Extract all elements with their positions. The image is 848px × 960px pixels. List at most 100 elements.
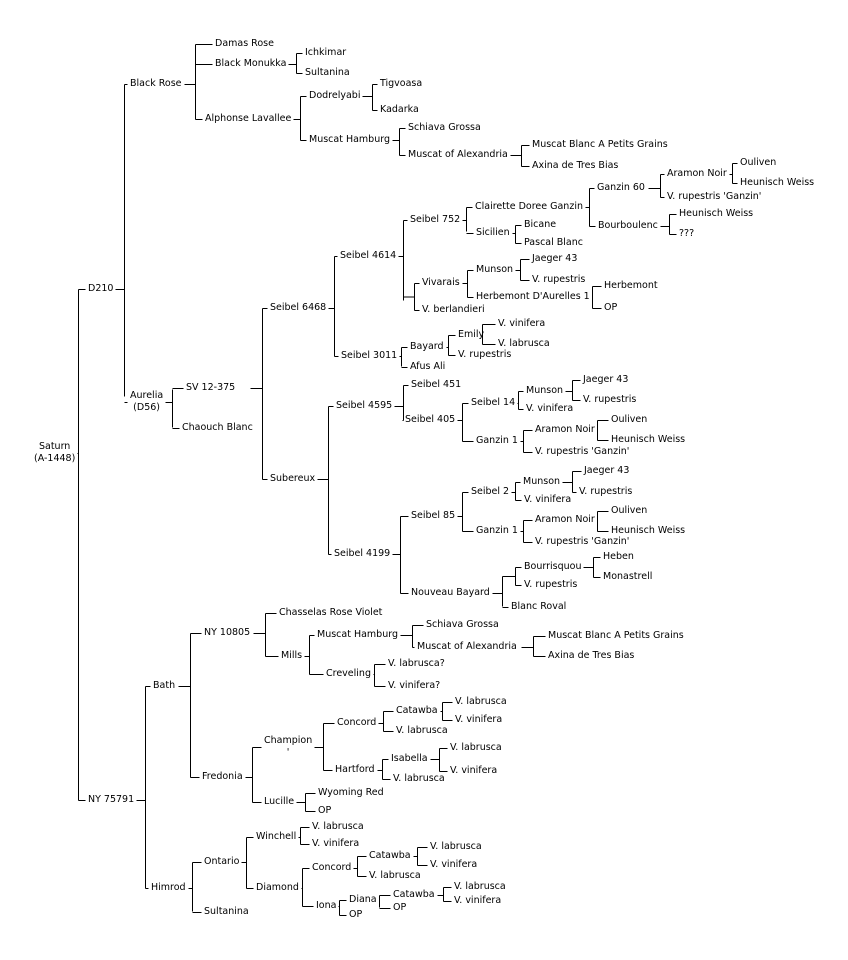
variety-sv-12-375: SV 12-375 [186,382,236,393]
variety-muscat-blanc-a-petits-grains: Muscat Blanc A Petits Grains [548,630,684,641]
variety-ganzin-60: Ganzin 60 [597,182,645,193]
variety-concord: Concord [337,717,377,728]
variety-aramon-noir: Aramon Noir [535,514,595,525]
variety-bath: Bath [153,680,176,691]
variety-v-rupestris-ganzin: V. rupestris 'Ganzin' [667,191,762,202]
variety-monastrell: Monastrell [603,571,653,582]
variety-chasselas-rose-violet: Chasselas Rose Violet [279,607,383,618]
variety-v-rupestris: V. rupestris [532,274,586,285]
variety-jaeger-43: Jaeger 43 [584,465,630,476]
variety-ouliven: Ouliven [740,157,777,168]
variety-iona: Iona [316,900,337,911]
variety-seibel-14: Seibel 14 [471,397,516,408]
variety-v-vinifera: V. vinifera? [388,680,441,691]
variety-wyoming-red: Wyoming Red [318,787,384,798]
variety-afus-ali: Afus Ali [410,361,446,372]
variety-bourboulenc: Bourboulenc [598,220,658,231]
variety-v-vinifera: V. vinifera [450,765,498,776]
variety-muscat-blanc-a-petits-grains: Muscat Blanc A Petits Grains [532,139,668,150]
variety-munson: Munson [526,385,564,396]
variety-v-vinifera: V. vinifera [455,714,503,725]
variety-black-monukka: Black Monukka [215,58,287,69]
variety-sicilien: Sicilien [476,227,510,238]
variety-blanc-roval: Blanc Roval [511,601,567,612]
variety-munson: Munson [476,264,514,275]
variety-tigvoasa: Tigvoasa [380,78,423,89]
variety-jaeger-43: Jaeger 43 [583,374,629,385]
variety-ouliven: Ouliven [611,505,648,516]
variety-seibel-451: Seibel 451 [411,379,462,390]
variety-seibel-4614: Seibel 4614 [340,250,397,261]
variety-muscat-of-alexandria: Muscat of Alexandria [408,149,508,160]
variety-heunisch-weiss: Heunisch Weiss [740,177,815,188]
variety-ny-75791: NY 75791 [88,794,135,805]
variety-v-vinifera: V. vinifera [454,895,502,906]
variety-muscat-of-alexandria: Muscat of Alexandria [417,641,517,652]
variety-v-rupestris: V. rupestris [458,349,512,360]
variety-v-rupestris-ganzin: V. rupestris 'Ganzin' [535,536,630,547]
variety-d210: D210 [88,283,114,294]
variety-catawba: Catawba [393,889,435,900]
variety-herbemont: Herbemont [604,280,658,291]
variety-v-labrusca: V. labrusca [430,841,482,852]
variety-nouveau-bayard: Nouveau Bayard [411,587,490,598]
variety-schiava-grossa: Schiava Grossa [426,619,499,630]
variety-op: OP [604,302,618,313]
variety-v-labrusca: V. labrusca [312,821,364,832]
variety-v-rupestris-ganzin: V. rupestris 'Ganzin' [535,446,630,457]
variety-axina-de-tres-bias: Axina de Tres Bias [548,650,635,661]
variety-lucille: Lucille [264,796,295,807]
variety-bourrisquou: Bourrisquou [524,561,582,572]
variety-v-labrusca: V. labrusca [396,725,448,736]
variety-catawba: Catawba [396,705,438,716]
variety-heunisch-weiss: Heunisch Weiss [611,525,686,536]
variety-kadarka: Kadarka [380,104,419,115]
variety-chaouch-blanc: Chaouch Blanc [182,422,253,433]
variety-v-vinifera: V. vinifera [498,318,546,329]
variety-heben: Heben [603,551,634,562]
variety-bayard: Bayard [410,341,444,352]
variety-muscat-hamburg: Muscat Hamburg [317,629,398,640]
variety-seibel-752: Seibel 752 [410,214,461,225]
variety-mills: Mills [281,650,303,661]
variety-subereux: Subereux [270,473,316,484]
variety-heunisch-weiss: Heunisch Weiss [679,208,754,219]
variety-dodrelyabi: Dodrelyabi [309,90,361,101]
variety-axina-de-tres-bias: Axina de Tres Bias [532,160,619,171]
variety-herbemont-d-aurelles-1: Herbemont D'Aurelles 1 [476,291,590,302]
variety-v-rupestris: V. rupestris [524,579,578,590]
variety-blank: ??? [679,228,695,239]
variety-emily: Emily [458,329,485,340]
variety-seibel-3011: Seibel 3011 [341,350,398,361]
variety-seibel-4199: Seibel 4199 [334,548,391,559]
variety-op: OP [393,902,407,913]
variety-v-vinifera: V. vinifera [430,859,478,870]
variety-clairette-doree-ganzin: Clairette Doree Ganzin [475,201,583,212]
variety-aurelia: Aurelia (D56) [130,390,164,413]
variety-ichkimar: Ichkimar [305,47,347,58]
variety-op: OP [349,909,363,920]
variety-pascal-blanc: Pascal Blanc [524,237,583,248]
variety-ganzin-1: Ganzin 1 [476,435,518,446]
variety-v-vinifera: V. vinifera [524,494,572,505]
variety-muscat-hamburg: Muscat Hamburg [309,134,390,145]
variety-op: OP [318,805,332,816]
variety-v-vinifera: V. vinifera [312,838,360,849]
variety-concord: Concord [312,862,352,873]
variety-heunisch-weiss: Heunisch Weiss [611,434,686,445]
variety-sultanina: Sultanina [305,67,350,78]
variety-jaeger-43: Jaeger 43 [532,253,578,264]
variety-seibel-405: Seibel 405 [405,414,456,425]
variety-champion: Champion ' [264,735,313,758]
variety-v-vinifera: V. vinifera [526,403,574,414]
variety-v-labrusca: V. labrusca [498,338,550,349]
variety-seibel-4595: Seibel 4595 [336,400,393,411]
variety-ganzin-1: Ganzin 1 [476,525,518,536]
variety-damas-rose: Damas Rose [215,38,274,49]
variety-black-rose: Black Rose [130,78,182,89]
variety-v-labrusca: V. labrusca [393,773,445,784]
variety-seibel-6468: Seibel 6468 [270,302,327,313]
variety-himrod: Himrod [151,882,186,893]
